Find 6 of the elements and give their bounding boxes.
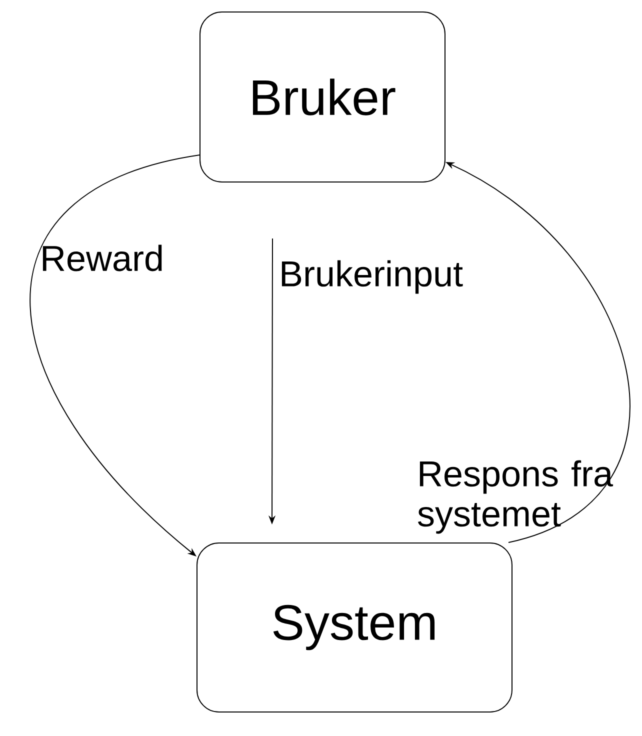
edge-label: Respons fra systemet (418, 460, 614, 534)
edge-label: Reward (42, 244, 162, 272)
edge-label: Brukerinput (282, 260, 463, 294)
process-box: Bruker (200, 12, 446, 182)
process-box: System (196, 542, 512, 712)
arrow (30, 154, 200, 556)
